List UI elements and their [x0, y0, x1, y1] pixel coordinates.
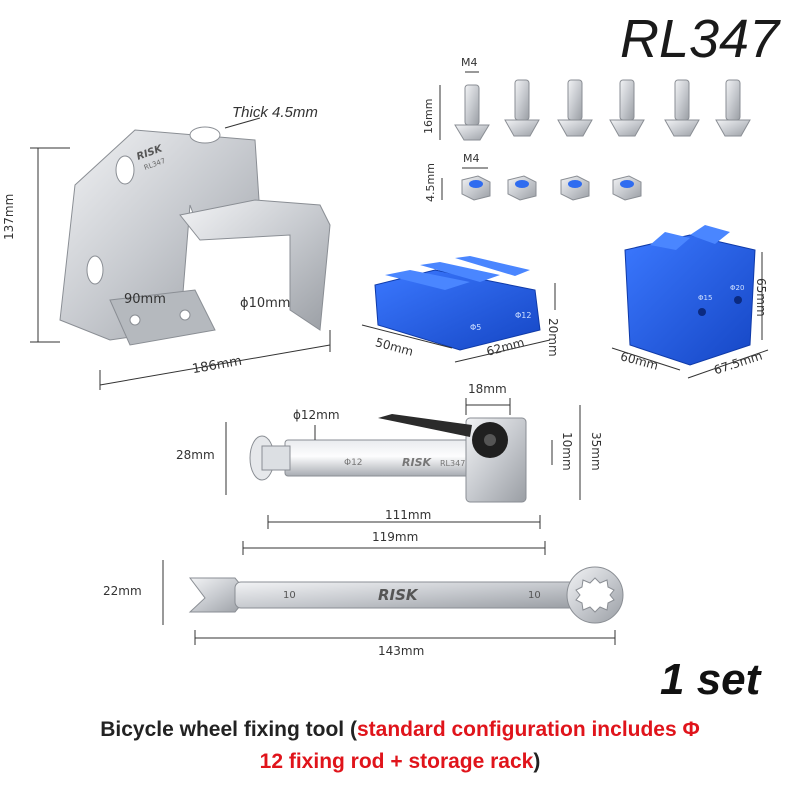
block-tall-dimension-lines [611, 252, 769, 379]
rod-model-engraving: RL347 [440, 459, 465, 468]
caption-highlight-1: standard configuration includes Φ [356, 718, 700, 741]
screws-row [439, 71, 751, 141]
nuts-row [441, 167, 642, 201]
rod-brand-logo: RISK [402, 456, 432, 469]
caption-line-1: Bicycle wheel fixing tool (standard conf… [0, 714, 800, 746]
caption-highlight-2: 12 fixing rod + storage rack [259, 750, 534, 773]
wrench-length-label: 143mm [378, 644, 425, 658]
rod-diameter-label: ϕ12mm [293, 408, 340, 422]
caption-prefix: Bicycle wheel fixing tool ( [100, 718, 357, 741]
wrench: 10 RISK 10 [188, 566, 624, 624]
block-small-height-label: 20mm [546, 318, 560, 357]
bracket-dimension-lines [30, 117, 331, 390]
bracket-height-label: 137mm [2, 193, 16, 240]
block-tall-label-a: Φ15 [698, 294, 712, 302]
bracket-depth-label: 90mm [124, 292, 166, 307]
model-number: RL347 [620, 9, 780, 69]
clamp-height-label: 35mm [589, 432, 603, 471]
bracket-hole-label: ϕ10mm [240, 296, 291, 311]
block-small-label-b: Φ12 [515, 311, 531, 320]
rod-dimension-lines [225, 398, 581, 555]
block-tall-label-b: Φ20 [730, 284, 744, 292]
rod-head-label: 28mm [176, 448, 215, 462]
caption-line-2: 12 fixing rod + storage rack) [0, 746, 800, 778]
screw-length-label: 16mm [422, 98, 435, 134]
rod-diameter-engraving: Φ12 [344, 458, 363, 468]
nut-thread-label: M4 [463, 152, 480, 165]
clamp-width-label: 18mm [468, 382, 507, 396]
blue-block-small: Φ5 Φ12 [374, 256, 541, 351]
wrench-brand-logo: RISK [378, 586, 419, 604]
block-small-label-a: Φ5 [470, 323, 481, 332]
quantity-label: 1 set [660, 655, 761, 704]
caption-suffix: ) [533, 750, 541, 773]
rod-inner-length-label: 111mm [385, 508, 432, 522]
block-tall-height-label: 65mm [754, 278, 768, 317]
screw-thread-label: M4 [461, 56, 478, 69]
blue-block-tall: Φ15 Φ20 [624, 225, 756, 366]
wrench-size-left: 10 [283, 590, 296, 601]
storage-rack-bracket: RISK RL347 [59, 126, 331, 346]
fixing-rod: Φ12 RISK RL347 [249, 414, 527, 503]
clamp-gap-label: 10mm [560, 432, 574, 471]
block-small-dimension-lines [361, 283, 556, 363]
wrench-size-right: 10 [528, 590, 541, 601]
wrench-height-label: 22mm [103, 584, 142, 598]
rod-total-length-label: 119mm [372, 530, 419, 544]
nut-height-label: 4.5mm [424, 163, 437, 202]
bracket-thickness-label: Thick 4.5mm [232, 104, 318, 121]
wrench-dimension-lines [162, 560, 616, 645]
